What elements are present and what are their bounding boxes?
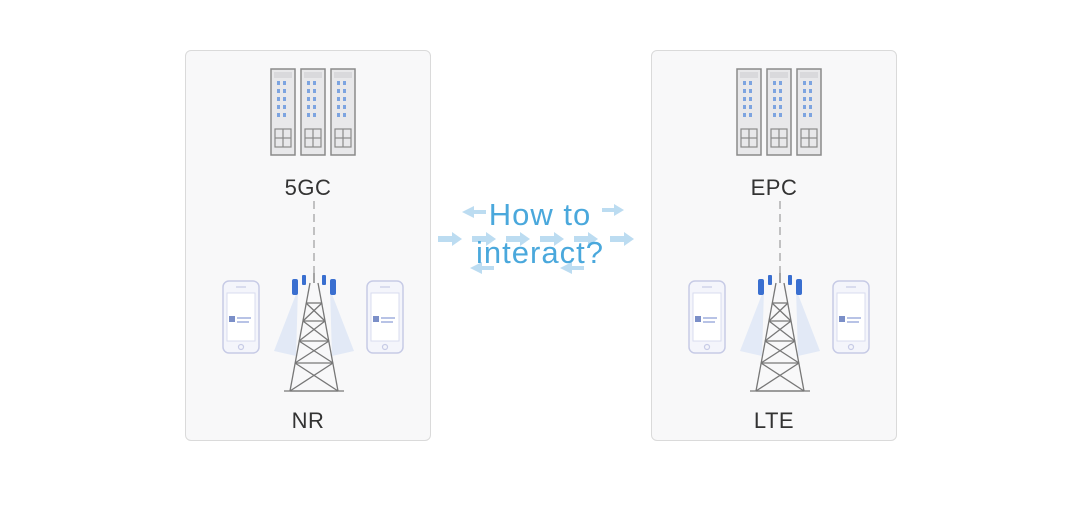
signal-beam (740, 289, 820, 356)
core-server-icon (736, 68, 822, 156)
radio-access-label: LTE (753, 408, 795, 433)
5g-system-panel: 5GC NR (185, 50, 431, 441)
antenna-icon (758, 275, 802, 295)
core-network-label: EPC (750, 175, 798, 200)
question-line-2: interact? (476, 235, 604, 270)
5g-system-graphics (222, 68, 404, 392)
phone-icon-left (688, 280, 726, 354)
core-server-icon (270, 68, 356, 156)
radio-access-label: NR (291, 408, 325, 433)
phone-icon-left (222, 280, 260, 354)
cell-tower-icon (750, 273, 810, 392)
signal-beam (274, 289, 354, 356)
phone-icon-right (366, 280, 404, 354)
phone-icon-right (832, 280, 870, 354)
question-line-1: How to (488, 197, 592, 232)
antenna-icon (292, 275, 336, 295)
cell-tower-icon (284, 273, 344, 392)
core-network-label: 5GC (284, 175, 332, 200)
4g-system-panel: EPC LTE (651, 50, 897, 441)
4g-system-graphics (688, 68, 870, 392)
